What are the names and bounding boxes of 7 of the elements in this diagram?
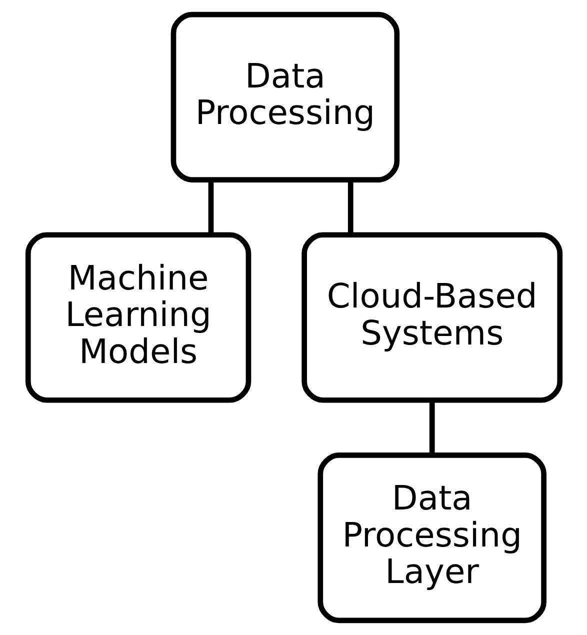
node-box: Data Processing Layer xyxy=(317,452,546,624)
connector xyxy=(208,180,214,234)
connector xyxy=(428,400,434,455)
connector xyxy=(347,180,353,234)
node-box: Machine Learning Models xyxy=(24,232,251,403)
node-box: Cloud-Based Systems xyxy=(301,232,562,403)
node-box: Data Processing xyxy=(170,12,400,182)
